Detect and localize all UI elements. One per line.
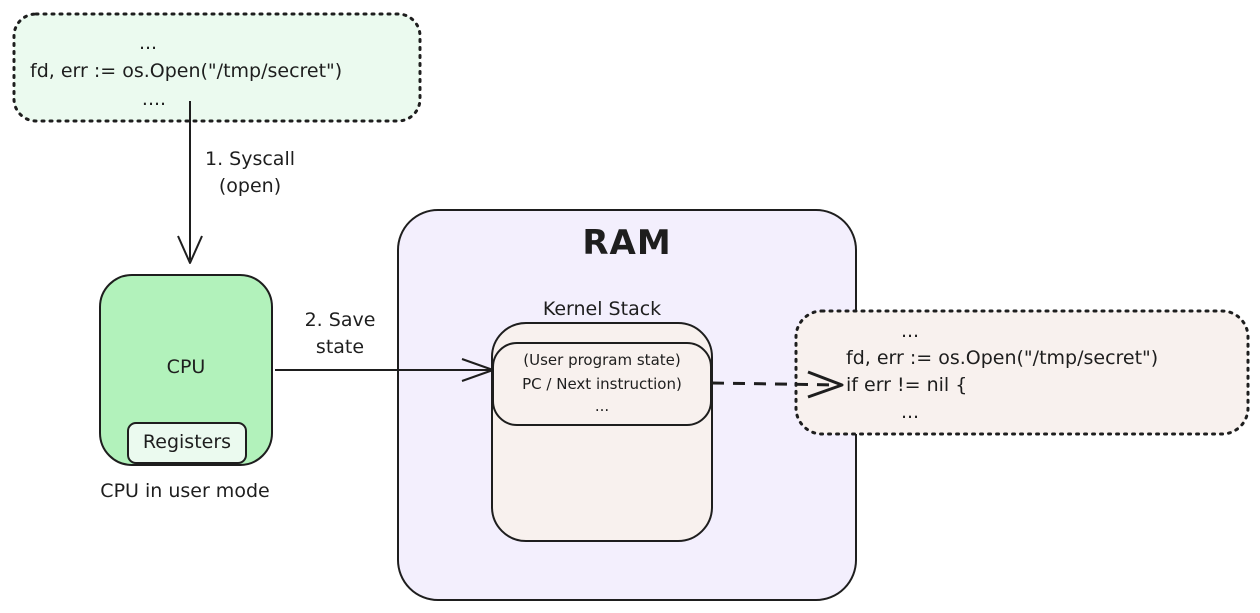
resume-code-line-2: fd, err := os.Open("/tmp/secret") bbox=[846, 347, 1159, 369]
resume-arrowhead bbox=[807, 370, 844, 399]
resume-code-line-1: ... bbox=[900, 320, 920, 342]
cpu-label: CPU bbox=[166, 356, 206, 378]
registers-label: Registers bbox=[142, 431, 232, 453]
user-code-line-1: ... bbox=[138, 32, 158, 54]
syscall-label-line-1: 1. Syscall bbox=[204, 148, 296, 170]
save-state-label-line-1: 2. Save bbox=[304, 309, 376, 331]
ram-title: RAM bbox=[582, 223, 672, 263]
syscall-label-line-2: (open) bbox=[218, 175, 282, 197]
saved-state-line-1: (User program state) bbox=[523, 351, 681, 369]
saved-state-line-3: ... bbox=[594, 397, 610, 415]
saved-state-line-2: PC / Next instruction) bbox=[522, 375, 682, 393]
cpu-box bbox=[99, 274, 273, 466]
resume-code-line-4: ... bbox=[900, 401, 920, 423]
user-code-box bbox=[12, 12, 422, 123]
save-state-arrowhead bbox=[461, 358, 494, 382]
save-state-label-line-2: state bbox=[315, 336, 365, 358]
resume-arrow bbox=[711, 381, 841, 387]
resume-code-box bbox=[794, 309, 1250, 436]
cpu-mode-caption: CPU in user mode bbox=[100, 480, 270, 502]
user-code-line-2: fd, err := os.Open("/tmp/secret") bbox=[30, 60, 343, 82]
kernel-stack-title: Kernel Stack bbox=[542, 298, 662, 320]
syscall-arrowhead bbox=[177, 235, 203, 264]
user-code-line-3: .... bbox=[141, 88, 167, 110]
resume-code-line-3: if err != nil { bbox=[846, 374, 968, 396]
saved-state-frame bbox=[492, 342, 712, 426]
registers-box bbox=[127, 422, 247, 464]
